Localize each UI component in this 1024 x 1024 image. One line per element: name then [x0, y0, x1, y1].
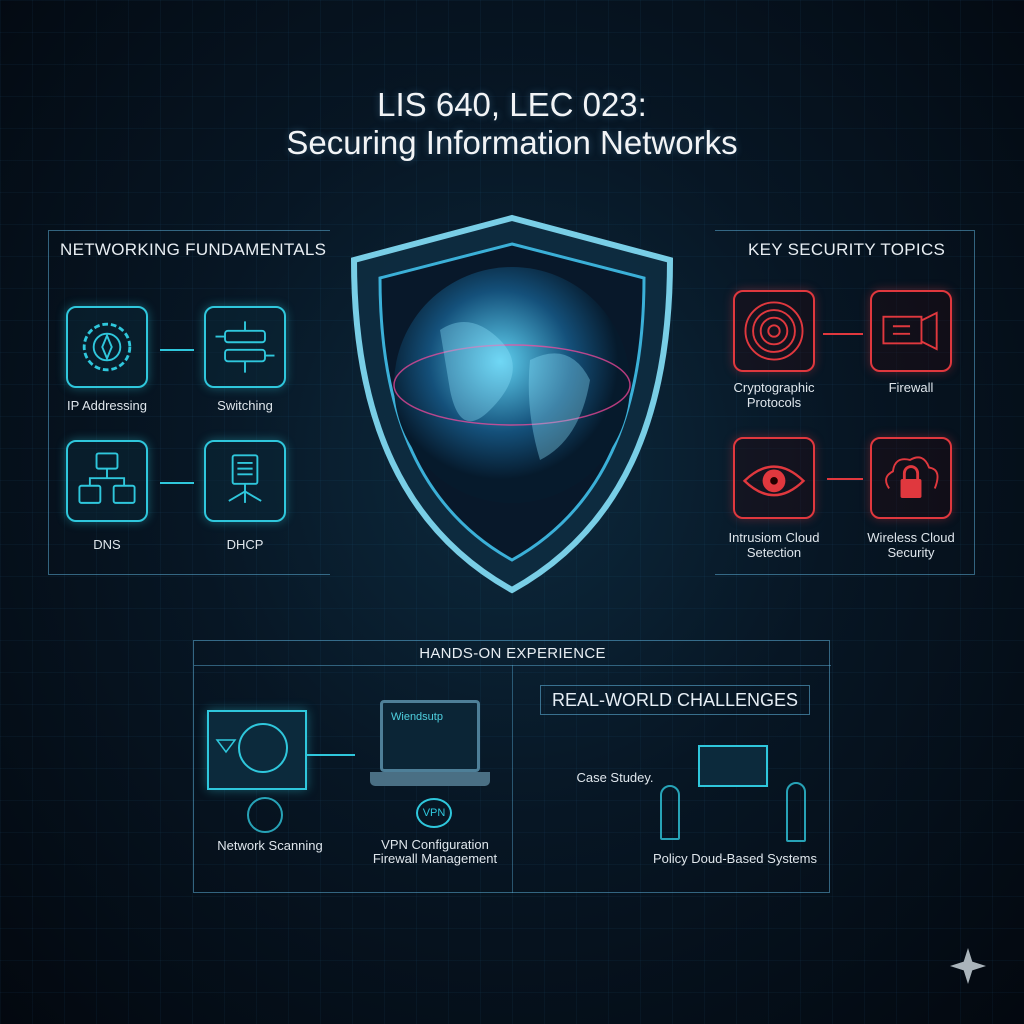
- cloud-scan-icon: [247, 797, 283, 833]
- arrow-ip-to-switching: [160, 349, 194, 351]
- dns-icon: [66, 440, 148, 522]
- crypto-label-line1: Cryptographic: [733, 380, 815, 395]
- dhcp-icon: [204, 440, 286, 522]
- policy-label: Policy Doud-Based Systems: [652, 851, 817, 866]
- networking-panel: NETWORKING FUNDAMENTALS: [48, 230, 330, 575]
- intrusion-label-line1: Intrusiom Cloud: [728, 530, 820, 545]
- security-title: KEY SECURITY TOPICS: [748, 240, 946, 259]
- title-line2: Securing Information Networks: [286, 124, 738, 161]
- ip-addressing-label: IP Addressing: [67, 398, 147, 413]
- case-study-label: Case Studey.: [576, 770, 654, 785]
- laptop-brand: Wiendsutp: [391, 711, 443, 723]
- dns-label: DNS: [93, 537, 121, 552]
- vpn-label-line2: Firewall Management: [372, 851, 498, 866]
- divider: [512, 665, 513, 893]
- arrow-scan-to-vpn: [305, 754, 355, 756]
- cloud-lock-icon: [870, 437, 952, 519]
- laptop-icon: Wiendsutp: [380, 700, 480, 772]
- laptop-keyboard: [370, 772, 490, 786]
- hands-on-title: HANDS-ON EXPERIENCE: [419, 645, 606, 662]
- vpn-badge-icon: VPN: [416, 798, 452, 828]
- crypto-label-line2: Protocols: [746, 395, 802, 410]
- networking-title: NETWORKING FUNDAMENTALS: [60, 240, 327, 259]
- person-right-icon: [786, 782, 806, 842]
- dhcp-label: DHCP: [226, 537, 264, 552]
- challenges-title: REAL-WORLD CHALLENGES: [540, 685, 810, 715]
- arrow-dns-to-dhcp: [160, 482, 194, 484]
- firewall-label: Firewall: [888, 380, 934, 395]
- scanner-window-icon: [207, 710, 307, 790]
- ip-addressing-icon: [66, 306, 148, 388]
- switching-icon: [204, 306, 286, 388]
- hands-on-panel: HANDS-ON EXPERIENCE: [193, 640, 831, 893]
- arrow-intrusion-to-wireless: [827, 478, 863, 480]
- title-line1: LIS 640, LEC 023:: [377, 86, 647, 123]
- eye-icon: [733, 437, 815, 519]
- divider: [194, 665, 831, 666]
- vpn-label-line1: VPN Configuration: [381, 837, 489, 852]
- fingerprint-icon: [733, 290, 815, 372]
- wireless-label-line2: Security: [887, 545, 935, 560]
- shield-globe-icon: [350, 214, 674, 594]
- arrow-crypto-to-firewall: [823, 333, 863, 335]
- wireless-label-line1: Wireless Cloud: [867, 530, 955, 545]
- person-left-icon: [660, 785, 680, 840]
- firewall-icon: [870, 290, 952, 372]
- switching-label: Switching: [217, 398, 273, 413]
- case-board-icon: [698, 745, 768, 787]
- security-panel: KEY SECURITY TOPICS: [715, 230, 975, 575]
- network-scanning-label: Network Scanning: [217, 838, 323, 853]
- intrusion-label-line2: Setection: [746, 545, 802, 560]
